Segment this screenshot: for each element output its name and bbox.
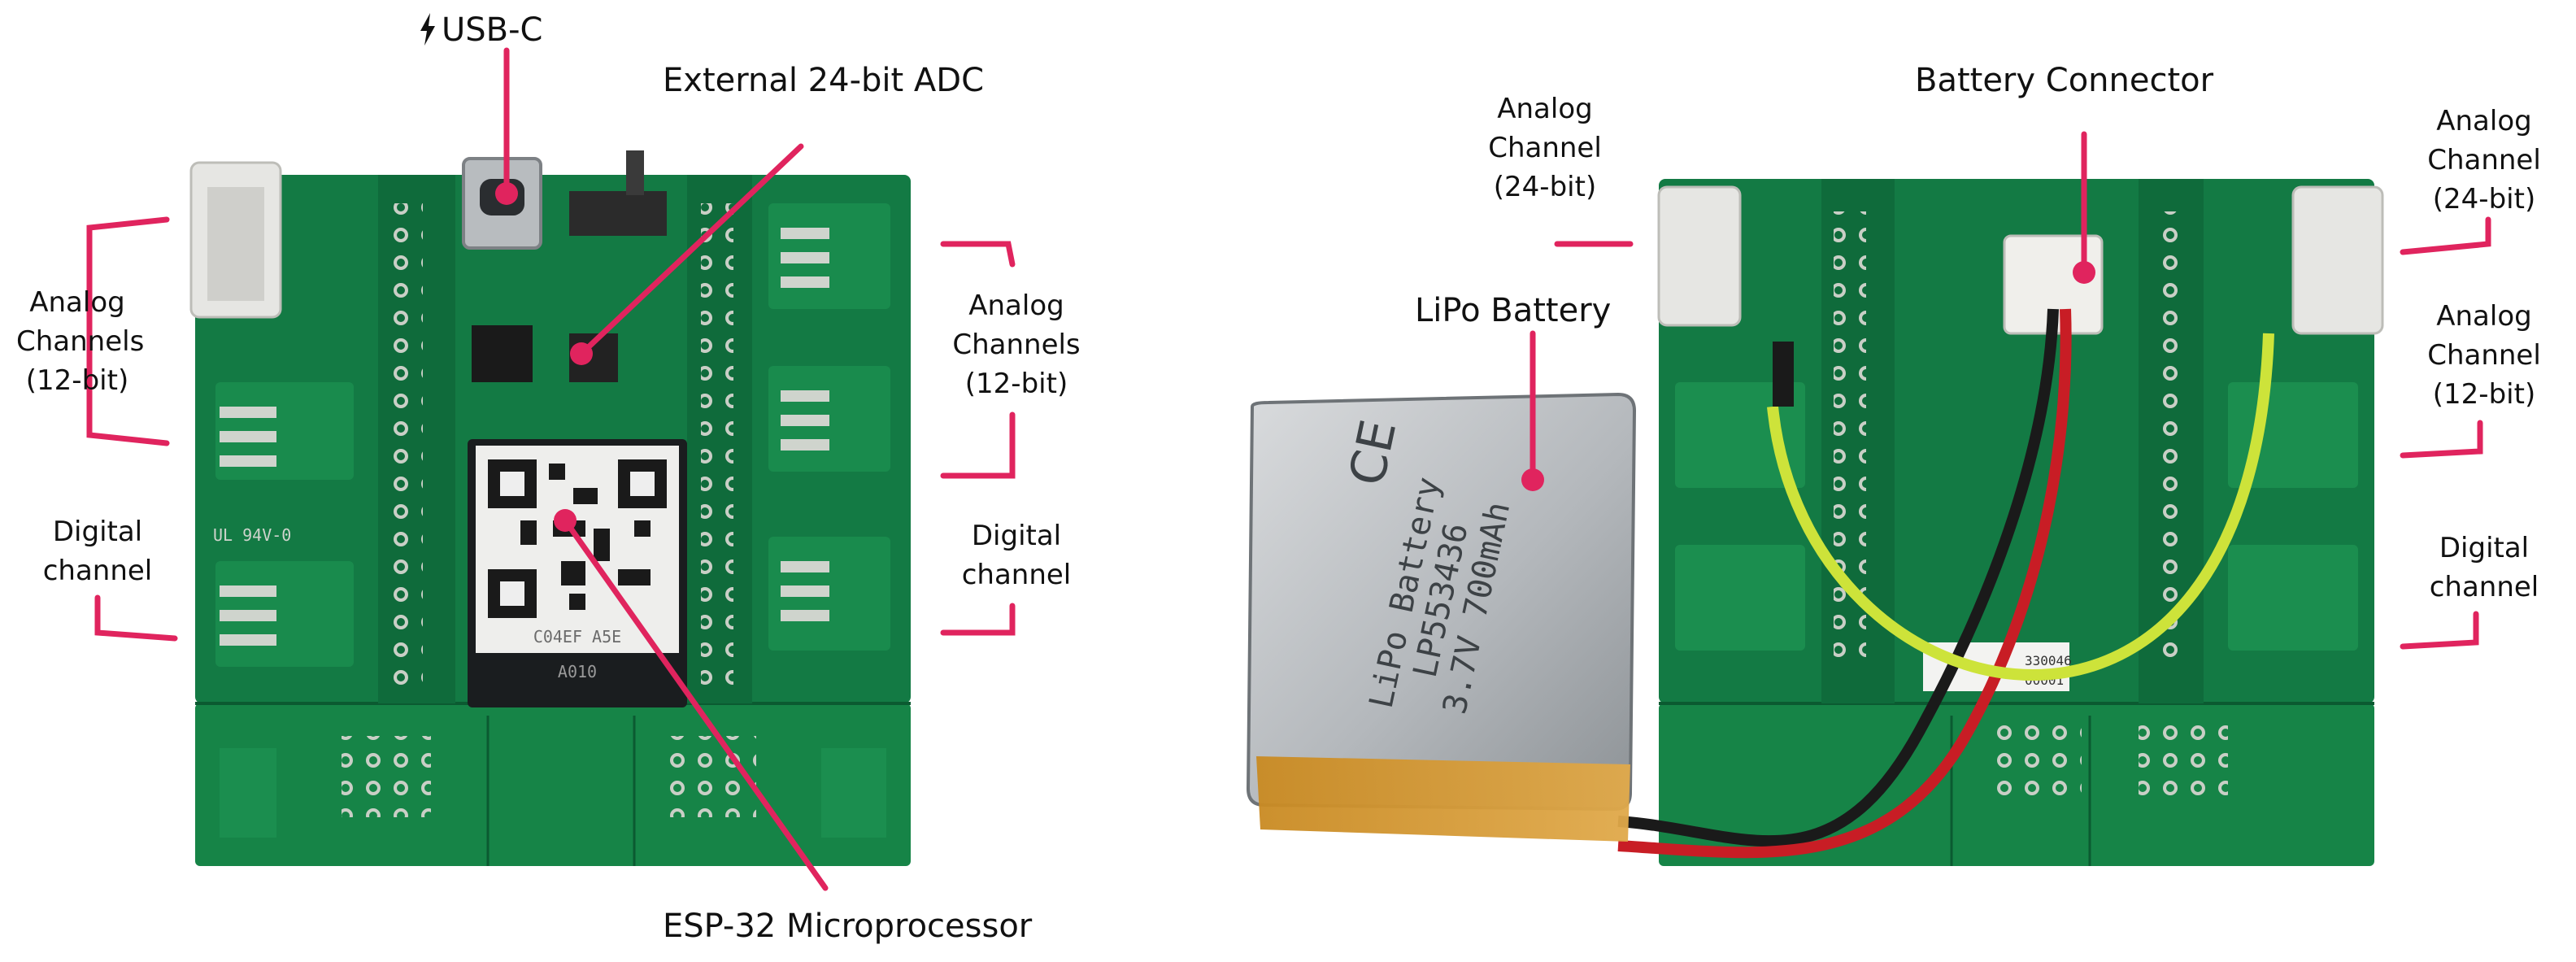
line-1: Analog — [1497, 93, 1593, 125]
line-2: Channel — [2427, 144, 2541, 176]
line-1: Analog — [2436, 105, 2532, 137]
line-1: Analog — [2436, 300, 2532, 333]
digital-channel-left-label: Digital channel — [33, 512, 163, 590]
analog-channel-12bit-right-label: Analog Channel (12-bit) — [2419, 297, 2549, 414]
lipo-battery-label: LiPo Battery — [1415, 292, 1612, 329]
analog-channels-right-label: Analog Channels (12-bit) — [951, 286, 1081, 403]
analog-channel-24bit-left-label: Analog Channel (24-bit) — [1480, 89, 1610, 207]
callout-lines — [86, 47, 2491, 891]
wire-yellow — [1767, 333, 2274, 681]
lipo-battery-photo: LiPo Battery LP553436 3.7V 700mAh CE — [1246, 392, 1637, 842]
line-3: (12-bit) — [2432, 378, 2536, 411]
line-1: Analog — [29, 286, 125, 319]
line-2: Channels — [952, 329, 1081, 361]
line-1: Analog — [968, 289, 1064, 322]
ce-mark: CE — [1338, 415, 1408, 490]
line-2: Channel — [2427, 339, 2541, 372]
line-2: channel — [2429, 571, 2539, 603]
line-2: channel — [42, 555, 153, 587]
wire-black — [1617, 308, 2059, 847]
pcb-bottom — [195, 703, 911, 866]
line-3: (12-bit) — [964, 368, 1068, 400]
silkscreen-text: UL 94V-0 — [213, 525, 291, 545]
digital-channel-right-label: Digital channel — [951, 516, 1081, 594]
line-3: (12-bit) — [25, 364, 129, 397]
usb-c-text: USB-C — [442, 11, 543, 49]
module-marking-1: C04EF A5E — [533, 627, 621, 646]
connector-24bit-left — [1657, 185, 1742, 327]
callout-dots — [495, 182, 2095, 532]
battery-connector-label: Battery Connector — [1915, 62, 2214, 99]
right-board-photo: 330046 00001 LiPo Battery LP553436 3.7V … — [1246, 179, 2384, 866]
line-1: Digital — [2439, 532, 2530, 564]
esp32-label: ESP-32 Microprocessor — [663, 908, 1033, 945]
line-2: Channel — [1488, 132, 1602, 164]
wire-red — [1617, 308, 2072, 859]
analog-channel-24bit-right-label: Analog Channel (24-bit) — [2419, 102, 2549, 219]
lightning-bolt-icon — [420, 13, 435, 46]
line-1: Digital — [971, 520, 1062, 552]
sticker-line-1: 330046 — [2025, 653, 2072, 668]
line-1: Digital — [52, 516, 143, 548]
digital-channel-right-photo-label: Digital channel — [2419, 529, 2549, 607]
adc-label: External 24-bit ADC — [663, 62, 984, 99]
line-2: Channels — [16, 325, 145, 358]
usb-c-label: USB-C — [419, 8, 542, 52]
module-marking-2: A010 — [558, 662, 597, 681]
line-2: channel — [961, 559, 1072, 591]
line-3: (24-bit) — [1493, 171, 1597, 203]
analog-channels-left-label: Analog Channels (12-bit) — [16, 283, 145, 400]
line-3: (24-bit) — [2432, 183, 2536, 215]
left-board-photo: C04EF A5E A010 UL 94V-0 — [189, 150, 911, 866]
adc-chip — [472, 325, 533, 382]
connector-24bit-right — [2291, 185, 2384, 335]
